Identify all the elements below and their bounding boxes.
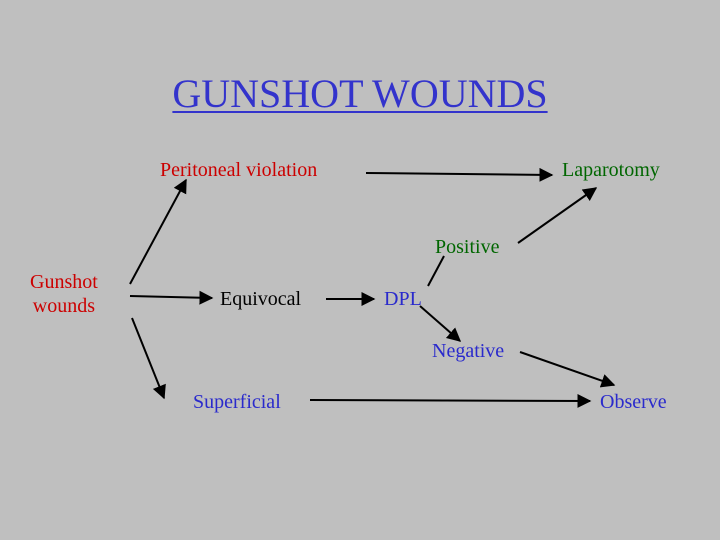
line-dpl-to-positive <box>427 255 445 287</box>
node-peritoneal-violation: Peritoneal violation <box>160 159 318 181</box>
node-dpl: DPL <box>384 288 422 310</box>
arrow-gunshot-to-peritoneal <box>129 178 187 285</box>
arrow-dpl-to-negative <box>419 305 462 342</box>
node-gunshot-wounds: Gunshot wounds <box>30 270 98 318</box>
node-observe: Observe <box>600 391 667 413</box>
arrow-gunshot-to-equivocal <box>129 290 214 305</box>
node-laparotomy: Laparotomy <box>562 159 660 181</box>
arrow-gunshot-to-superficial <box>131 317 166 400</box>
node-superficial: Superficial <box>193 391 281 413</box>
arrow-positive-to-laparotomy <box>517 187 598 244</box>
node-positive: Positive <box>435 236 500 258</box>
node-gunshot-line1: Gunshot <box>30 271 98 293</box>
arrow-negative-to-observe <box>519 351 616 388</box>
arrow-superficial-to-observe <box>309 393 592 408</box>
node-equivocal: Equivocal <box>220 288 302 310</box>
node-negative: Negative <box>432 340 505 362</box>
arrow-peritoneal-to-laparotomy <box>365 167 554 182</box>
slide-title: GUNSHOT WOUNDS <box>172 71 548 116</box>
node-gunshot-line2: wounds <box>32 295 96 317</box>
